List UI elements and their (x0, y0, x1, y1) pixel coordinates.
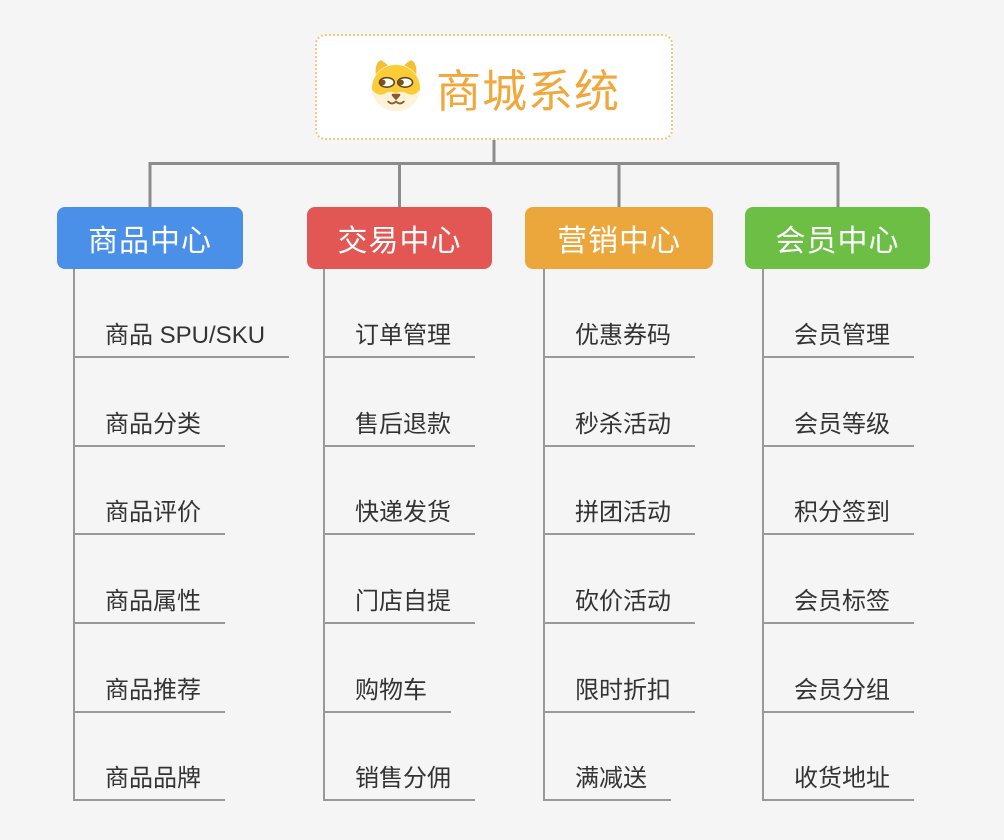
tree-item[interactable]: 会员标签 (762, 576, 914, 624)
branch-node-trade[interactable]: 交易中心 (307, 207, 492, 269)
tree-item[interactable]: 积分签到 (762, 487, 914, 535)
branch-node-products[interactable]: 商品中心 (57, 207, 243, 269)
tree-item[interactable]: 秒杀活动 (543, 399, 695, 447)
tree-item[interactable]: 满减送 (543, 753, 671, 801)
root-title: 商城系统 (435, 65, 620, 117)
tree-item[interactable]: 售后退款 (323, 399, 475, 447)
tree-item[interactable]: 订单管理 (323, 310, 475, 358)
tree-item[interactable]: 限时折扣 (543, 665, 695, 713)
tree-item[interactable]: 快递发货 (323, 487, 475, 535)
tree-item[interactable]: 砍价活动 (543, 576, 695, 624)
child-connector-line (543, 269, 545, 801)
tree-item[interactable]: 商品 SPU/SKU (73, 310, 290, 358)
dog-face-icon (368, 58, 424, 117)
child-connector-line (323, 269, 325, 801)
tree-item[interactable]: 商品属性 (73, 576, 225, 624)
tree-item[interactable]: 优惠券码 (543, 310, 695, 358)
tree-item[interactable]: 销售分佣 (323, 753, 475, 801)
tree-item[interactable]: 会员分组 (762, 665, 914, 713)
root-node[interactable]: 商城系统 (315, 34, 673, 140)
tree-item[interactable]: 会员管理 (762, 310, 914, 358)
tree-item[interactable]: 商品品牌 (73, 753, 225, 801)
tree-item[interactable]: 会员等级 (762, 399, 914, 447)
tree-item[interactable]: 收货地址 (762, 753, 914, 801)
tree-item[interactable]: 商品分类 (73, 399, 225, 447)
tree-item[interactable]: 购物车 (323, 665, 451, 713)
tree-item[interactable]: 商品推荐 (73, 665, 225, 713)
child-connector-line (73, 269, 75, 801)
branch-node-marketing[interactable]: 营销中心 (525, 207, 713, 269)
tree-item[interactable]: 门店自提 (323, 576, 475, 624)
tree-item[interactable]: 拼团活动 (543, 487, 695, 535)
child-connector-line (762, 269, 764, 801)
tree-item[interactable]: 商品评价 (73, 487, 225, 535)
branch-node-members[interactable]: 会员中心 (745, 207, 930, 269)
